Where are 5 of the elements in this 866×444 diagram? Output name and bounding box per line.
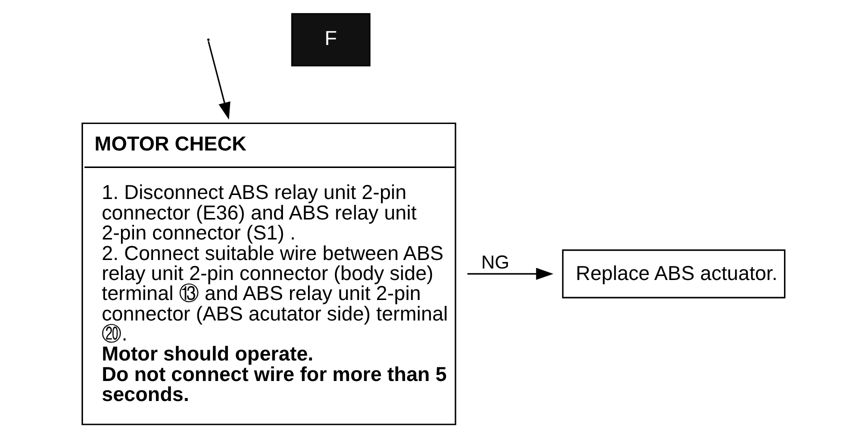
node-box: Replace ABS actuator. bbox=[562, 249, 785, 298]
arrow bbox=[466, 268, 553, 280]
edge-label: NG bbox=[480, 252, 509, 273]
arrow bbox=[207, 41, 230, 120]
label: F bbox=[324, 28, 336, 50]
